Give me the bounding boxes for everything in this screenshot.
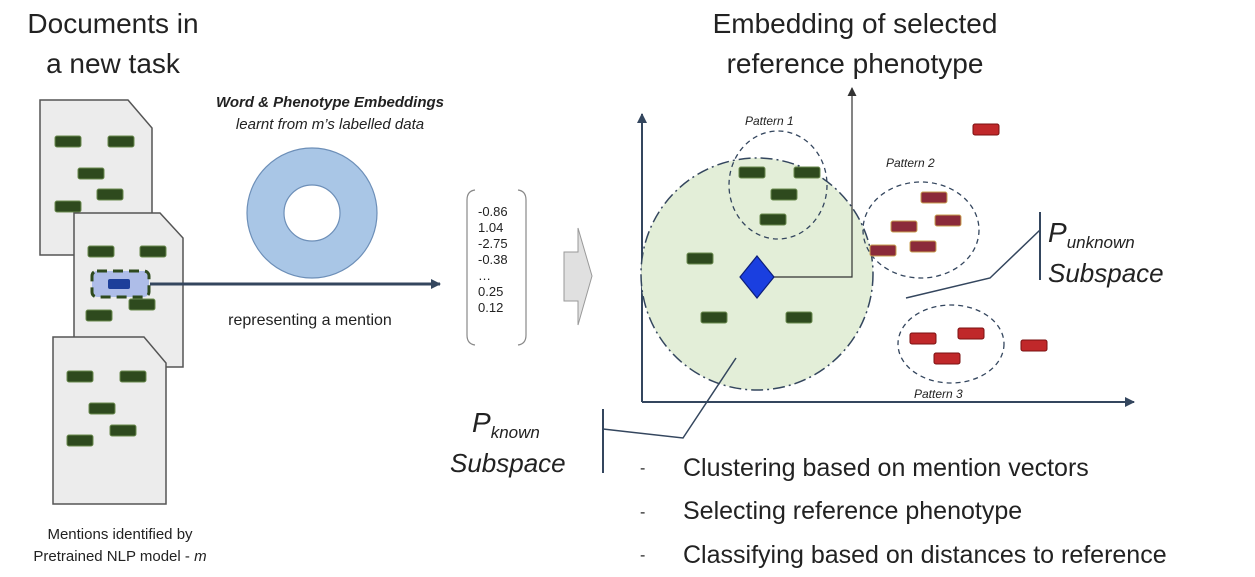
- unknown-point: [890, 220, 918, 233]
- unknown-point: [972, 123, 1000, 136]
- mention-mark: [107, 135, 135, 148]
- mention-mark: [109, 424, 137, 437]
- vector-right-bracket: [517, 189, 527, 346]
- embedding-donut-outline: [246, 147, 378, 279]
- vector-value: -0.86: [478, 204, 508, 219]
- unknown-point: [909, 332, 937, 345]
- documents-title: Documents in a new task: [8, 4, 218, 84]
- step-text: Selecting reference phenotype: [683, 497, 1023, 526]
- document-stack: [39, 99, 184, 505]
- representing-mention-label: representing a mention: [228, 312, 392, 329]
- reference-title-line1: Embedding of selected: [712, 8, 998, 39]
- vector-ellipsis: …: [478, 268, 491, 283]
- pattern-3-label: Pattern 3: [914, 387, 963, 401]
- unknown-subspace-bracket: [905, 229, 1041, 299]
- mention-mark: [87, 245, 115, 258]
- mentions-caption-line1: Mentions identified by: [47, 526, 193, 543]
- vector-value: -0.38: [478, 252, 508, 267]
- unknown-point: [869, 244, 897, 257]
- reference-pointer-arrow: [772, 87, 857, 278]
- mention-mark: [128, 298, 156, 311]
- reference-diamond-icon: [739, 255, 775, 299]
- known-subspace-bracket: [602, 357, 737, 439]
- known-subspace-subscript: known: [490, 423, 540, 443]
- unknown-subspace-symbol: P: [1048, 217, 1067, 248]
- green-point: [785, 311, 813, 324]
- pattern-2-label: Pattern 2: [886, 156, 935, 170]
- unknown-point: [933, 352, 961, 365]
- block-arrow-icon: [563, 227, 593, 326]
- known-subspace-label: Pknown Subspace: [450, 407, 566, 479]
- documents-title-line2: a new task: [46, 48, 180, 79]
- unknown-subspace-word: Subspace: [1048, 258, 1164, 289]
- step-item: - Clustering based on mention vectors: [640, 447, 1167, 490]
- reference-embedding-title: Embedding of selected reference phenotyp…: [690, 4, 1020, 84]
- unknown-subspace-label: Punknown Subspace: [1048, 217, 1164, 289]
- pattern-1-cluster: [728, 130, 828, 240]
- unknown-point: [1020, 339, 1048, 352]
- known-subspace-symbol: P: [472, 407, 491, 438]
- mentions-caption-line2: Pretrained NLP model - m: [33, 548, 207, 565]
- mention-mark: [96, 188, 124, 201]
- step-item: - Classifying based on distances to refer…: [640, 534, 1167, 577]
- mention-mark: [54, 135, 82, 148]
- mention-mark: [66, 434, 94, 447]
- mentions-caption: Mentions identified by Pretrained NLP mo…: [0, 524, 240, 568]
- reference-title-line2: reference phenotype: [726, 48, 984, 79]
- mention-mark: [119, 370, 147, 383]
- documents-title-line1: Documents in: [27, 8, 199, 39]
- mention-mark: [77, 167, 105, 180]
- green-point: [770, 188, 798, 201]
- embeddings-title: Word & Phenotype Embeddings: [215, 94, 445, 111]
- vector-value: -2.75: [478, 236, 508, 251]
- embedding-donut-hole-outline: [283, 184, 341, 242]
- green-point: [700, 311, 728, 324]
- vector-value: 0.25: [478, 284, 504, 299]
- bullet-marker: -: [640, 460, 646, 478]
- bullet-marker: -: [640, 503, 646, 521]
- vector-value: 1.04: [478, 220, 504, 235]
- green-point: [793, 166, 821, 179]
- green-point: [759, 213, 787, 226]
- mention-mark: [88, 402, 116, 415]
- step-text: Clustering based on mention vectors: [683, 454, 1089, 482]
- mention-mark: [139, 245, 167, 258]
- mention-mark: [54, 200, 82, 213]
- unknown-subspace-subscript: unknown: [1066, 233, 1135, 253]
- bullet-marker: -: [640, 547, 646, 565]
- mention-vector: -0.86 1.04 -2.75 -0.38 … 0.25 0.12: [478, 204, 508, 316]
- pattern-1-label: Pattern 1: [745, 114, 794, 128]
- mention-mark: [85, 309, 113, 322]
- step-list: - Clustering based on mention vectors - Se…: [640, 447, 1167, 577]
- unknown-point: [957, 327, 985, 340]
- unknown-point: [920, 191, 948, 204]
- pattern-3-cluster: [897, 304, 1005, 384]
- mention-mark: [66, 370, 94, 383]
- model-symbol: m: [194, 548, 207, 565]
- green-point: [738, 166, 766, 179]
- step-text: Classifying based on distances to refere…: [683, 540, 1167, 569]
- vector-left-bracket: [466, 189, 476, 346]
- vector-value: 0.12: [478, 300, 504, 315]
- unknown-point: [909, 240, 937, 253]
- green-point: [686, 252, 714, 265]
- known-subspace-word: Subspace: [450, 448, 566, 479]
- document-icon: [52, 336, 167, 505]
- embedding-donut-icon: [247, 148, 377, 278]
- pattern-2-cluster: [862, 181, 980, 279]
- highlighted-mention-core: [108, 279, 130, 289]
- embeddings-subtitle: learnt from m’s labelled data: [235, 116, 425, 133]
- step-item: - Selecting reference phenotype: [640, 490, 1167, 533]
- unknown-point: [934, 214, 962, 227]
